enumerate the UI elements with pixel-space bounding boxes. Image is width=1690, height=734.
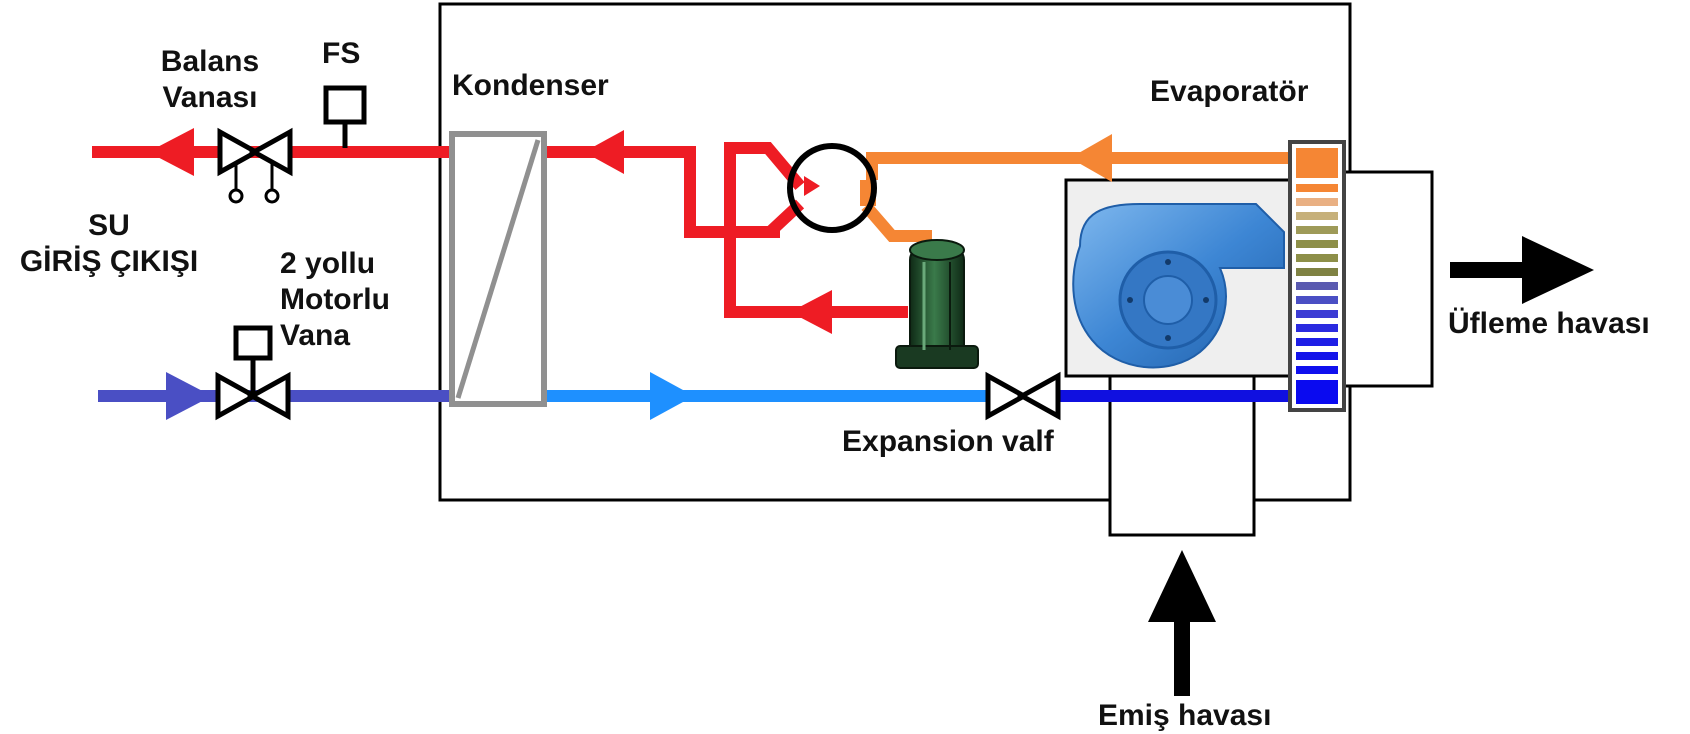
evaporator-coil-icon <box>1288 140 1346 412</box>
expansion-valve-icon <box>985 371 1061 421</box>
fan-icon <box>1072 203 1285 369</box>
balance-valve-label-line1: Balans <box>160 45 260 78</box>
return-air-arrow-icon <box>1148 550 1216 696</box>
condenser-icon <box>449 131 547 407</box>
condenser-label: Kondenser <box>452 69 609 102</box>
four-way-valve-icon <box>787 143 877 233</box>
water-inlet-arrow <box>166 372 212 420</box>
suction-arrow <box>1070 134 1112 182</box>
hot-gas-line <box>544 146 780 238</box>
supply-air-label: Üfleme havası <box>1448 307 1650 340</box>
discharge-line <box>724 232 908 318</box>
flow-switch-label: FS <box>322 37 361 70</box>
return-air-label: Emiş havası <box>1098 699 1272 732</box>
motorized-valve-label-line1: 2 yollu <box>280 247 376 280</box>
flow-switch-icon <box>323 85 367 148</box>
water-inout-label-line1: SU <box>88 209 130 242</box>
motorized-valve-label-line3: Vana <box>280 319 351 352</box>
motorized-valve-icon <box>215 325 291 421</box>
water-inout-label-line2: GİRİŞ ÇIKIŞI <box>19 245 199 278</box>
liquid-arrow <box>650 372 694 420</box>
water-outlet-arrow <box>148 128 194 176</box>
expansion-valve-label: Expansion valf <box>842 425 1054 458</box>
motorized-valve-label: 2 yollu Motorlu Vana <box>280 246 390 354</box>
supply-air-arrow-icon <box>1450 236 1594 304</box>
motorized-valve-label-line2: Motorlu <box>280 283 390 316</box>
compressor-icon <box>895 239 979 369</box>
discharge-arrow <box>790 290 832 334</box>
evaporator-label: Evaporatör <box>1150 75 1309 108</box>
hot-gas-arrow <box>584 130 624 174</box>
balance-valve-icon <box>217 127 293 204</box>
reversing-loop <box>724 142 805 232</box>
water-inout-label: SU GİRİŞ ÇIKIŞI <box>4 208 214 280</box>
balance-valve-label-line2: Vanası <box>162 81 258 114</box>
reversing-loop-lower <box>730 199 805 238</box>
balance-valve-label: Balans Vanası <box>148 44 272 116</box>
